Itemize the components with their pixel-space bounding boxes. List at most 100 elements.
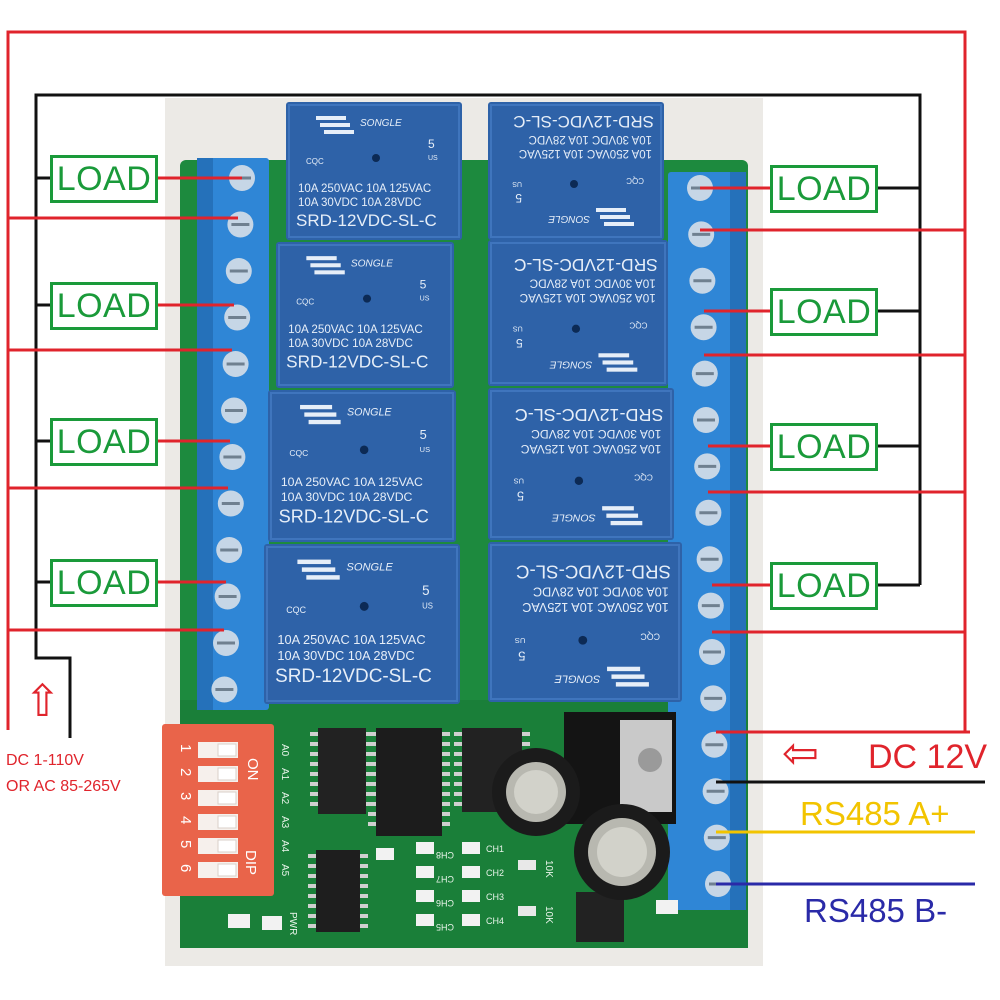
ic-pin <box>310 772 318 776</box>
wires <box>6 30 985 886</box>
ic-pin <box>360 854 368 858</box>
relay-text: 10A 30VDC 10A 28VDC <box>288 337 413 350</box>
rs485-a-label: RS485 A+ <box>800 795 950 832</box>
relay-text: 10A 30VDC 10A 28VDC <box>533 584 669 598</box>
songle-logo-stripe <box>304 412 337 417</box>
relay-text: 10A 30VDC 10A 28VDC <box>277 648 414 663</box>
songle-logo-stripe <box>596 208 626 212</box>
ic-pin <box>454 792 462 796</box>
relay-text: 5 <box>422 583 429 598</box>
ic-pin <box>368 792 376 796</box>
ic-pin <box>368 772 376 776</box>
songle-logo-stripe <box>611 674 645 679</box>
relay-text: US <box>422 602 433 611</box>
dip-number: 2 <box>177 768 194 776</box>
channel-label: CH8 <box>436 850 454 860</box>
channel-label: CH1 <box>486 844 504 854</box>
ic-pin <box>310 792 318 796</box>
ic-pin <box>308 854 316 858</box>
ic-pin <box>442 782 450 786</box>
relay-text: 5 <box>517 488 524 502</box>
channel-label: CH3 <box>486 892 504 902</box>
relay-text: CQC <box>289 448 308 458</box>
load-box-right-1: LOAD <box>770 165 878 213</box>
ic-pin <box>442 812 450 816</box>
relay-text: US <box>514 477 524 486</box>
relay-text: US <box>515 636 526 645</box>
relay-text: SRD-12VDC-SL-C <box>279 506 429 526</box>
relay-text: SRD-12VDC-SL-C <box>515 405 664 425</box>
songle-logo-stripe <box>306 256 337 261</box>
dip-toggle-knob <box>217 743 237 757</box>
ic-pin <box>310 782 318 786</box>
relay-text: SONGLE <box>351 258 393 269</box>
ic-pin <box>368 752 376 756</box>
power-input-arrow-icon: ⇧ <box>24 676 61 727</box>
dip-toggle-knob <box>217 791 237 805</box>
relay-body <box>488 542 682 702</box>
relay-text: 10A 250VAC 10A 125VAC <box>520 442 661 456</box>
dip-on-label: ON <box>244 758 261 781</box>
relay-text: SONGLE <box>548 213 590 224</box>
relay-text: 10A 250VAC 10A 125VAC <box>519 291 656 304</box>
dip-number: 5 <box>177 840 194 848</box>
ic-pin <box>454 762 462 766</box>
ic-pin <box>454 752 462 756</box>
relay-text: 10A 30VDC 10A 28VDC <box>529 133 652 145</box>
resistor <box>518 860 536 870</box>
smd-part <box>228 914 250 928</box>
load-box-right-3: LOAD <box>770 423 878 471</box>
ic-pin <box>308 894 316 898</box>
ic-pin <box>454 782 462 786</box>
relay-text: 10A 250VAC 10A 125VAC <box>277 632 425 647</box>
rs485-b-label: RS485 B- <box>804 892 948 929</box>
ic-pin <box>308 874 316 878</box>
relay-text: SRD-12VDC-SL-C <box>296 211 437 230</box>
dip-label: DIP <box>242 850 259 875</box>
songle-logo-stripe <box>314 270 345 275</box>
relay-body <box>488 388 674 540</box>
songle-logo-stripe <box>320 123 350 127</box>
relay-text: US <box>513 325 523 333</box>
songle-logo-stripe <box>306 575 340 580</box>
dip-number: 6 <box>177 864 194 872</box>
ic-pin <box>454 732 462 736</box>
relay-text: SRD-12VDC-SL-C <box>513 112 654 131</box>
ic-pin <box>442 732 450 736</box>
smd-part <box>656 900 678 914</box>
songle-logo-stripe <box>598 353 630 358</box>
power-input-line1: DC 1-110V <box>6 752 84 769</box>
ic-pin <box>368 782 376 786</box>
load-box-left-4: LOAD <box>50 559 158 607</box>
ic-pin <box>360 904 368 908</box>
ic-pin <box>360 864 368 868</box>
ic-pin <box>368 742 376 746</box>
ic-pin <box>360 874 368 878</box>
ic-chips <box>316 712 676 942</box>
relay-text: CQC <box>626 176 644 185</box>
relay-text: CQC <box>629 321 647 330</box>
relay-dot <box>571 324 581 333</box>
led <box>416 866 434 878</box>
dc12v-label: DC 12V <box>868 738 988 776</box>
ic-pin <box>368 802 376 806</box>
led <box>462 842 480 854</box>
load-box-right-2: LOAD <box>770 288 878 336</box>
relay-text: 10A 30VDC 10A 28VDC <box>281 490 413 504</box>
ic-pin <box>360 894 368 898</box>
relay-text: CQC <box>296 298 314 307</box>
ic-pin <box>442 802 450 806</box>
relay-outline <box>270 392 454 540</box>
ic-pin <box>442 772 450 776</box>
songle-logo-stripe <box>606 367 638 372</box>
dip-toggle-knob <box>217 863 237 877</box>
ic-pin <box>368 732 376 736</box>
songle-logo-stripe <box>310 263 341 268</box>
songle-logo-stripe <box>610 520 643 526</box>
